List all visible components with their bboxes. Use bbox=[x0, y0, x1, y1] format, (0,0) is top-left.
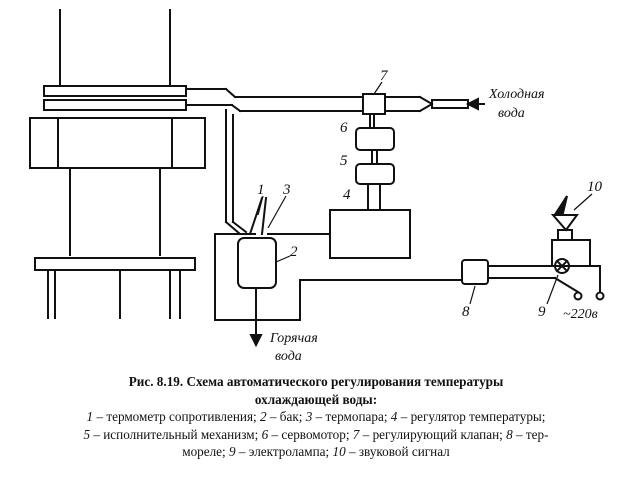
label-3: 3 bbox=[282, 182, 291, 198]
legend-num-8: 8 bbox=[506, 426, 513, 442]
figure-caption: Рис. 8.19. Схема автоматического регулир… bbox=[0, 373, 632, 461]
legend-num-4: 4 bbox=[390, 409, 398, 424]
furnace-column bbox=[29, 9, 206, 319]
legend-text-4: – регулятор температуры; bbox=[397, 409, 546, 424]
legend-num-2: 2 bbox=[260, 409, 267, 424]
label-2: 2 bbox=[290, 244, 298, 260]
legend-text-5: – исполнительный механизм; bbox=[90, 426, 262, 442]
legend-text-10: – звуковой сигнал bbox=[345, 444, 450, 459]
regulating-valve bbox=[362, 93, 386, 115]
caption-title-line2: охлаждающей воды: bbox=[254, 391, 378, 407]
legend-text-6: – сервомотор; bbox=[268, 426, 353, 442]
actuator bbox=[355, 163, 395, 185]
sensor-wires bbox=[214, 196, 463, 321]
legend-num-6: 6 bbox=[261, 426, 269, 442]
legend-num-5: 5 bbox=[83, 426, 91, 442]
label-4: 4 bbox=[343, 187, 351, 203]
label-9: 9 bbox=[538, 304, 546, 320]
hot-water-pipe bbox=[224, 109, 248, 236]
voltage-label: ~220в bbox=[563, 307, 598, 322]
label-1: 1 bbox=[257, 182, 265, 198]
legend-num-10: 10 bbox=[332, 444, 346, 459]
cooling-control-diagram: 7 6 5 4 1 3 2 8 9 10 Холодная вода Горяч… bbox=[29, 9, 605, 364]
electric-lamp bbox=[554, 258, 570, 274]
cold-water-pipe bbox=[185, 87, 469, 113]
hot-water-label-line1: Горячая bbox=[269, 331, 318, 346]
legend-num-3: 3 bbox=[305, 409, 313, 424]
label-6: 6 bbox=[340, 120, 348, 136]
caption-legend-line1: 1 – термометр сопротивления; 2 – бак; 3 … bbox=[0, 408, 632, 426]
hot-water-label-line2: вода bbox=[275, 349, 302, 364]
tank bbox=[237, 237, 277, 289]
legend-num-9: 9 bbox=[229, 444, 236, 459]
caption-legend-line3: мореле; 9 – электролампа; 10 – звуковой … bbox=[0, 443, 632, 461]
cold-water-label-line2: вода bbox=[498, 106, 525, 121]
servomotor bbox=[355, 127, 395, 151]
legend-text-8: – тер- bbox=[512, 426, 549, 442]
label-5: 5 bbox=[340, 153, 348, 169]
sound-signal bbox=[557, 229, 573, 241]
legend-text-1: – термометр сопротивления; bbox=[93, 409, 261, 424]
cold-water-label-line1: Холодная bbox=[488, 87, 545, 102]
legend-pre-9: мореле; bbox=[182, 444, 229, 459]
thermal-relay bbox=[461, 259, 489, 285]
label-10: 10 bbox=[587, 179, 603, 195]
legend-text-2: – бак; bbox=[266, 409, 306, 424]
caption-title-line1: Рис. 8.19. Схема автоматического регулир… bbox=[128, 374, 504, 389]
label-7: 7 bbox=[380, 68, 389, 84]
cooling-rings bbox=[43, 85, 187, 111]
legend-text-3: – термопара; bbox=[312, 409, 391, 424]
hot-water-arrow bbox=[249, 334, 263, 348]
legend-text-9: – электролампа; bbox=[235, 444, 333, 459]
legend-num-7: 7 bbox=[352, 426, 360, 442]
legend-text-7: – регулирующий клапан; bbox=[359, 426, 507, 442]
caption-legend-line2: 5 – исполнительный механизм; 6 – сервомо… bbox=[0, 426, 632, 444]
label-8: 8 bbox=[462, 304, 470, 320]
legend-num-1: 1 bbox=[86, 409, 94, 424]
temperature-regulator bbox=[329, 209, 411, 259]
